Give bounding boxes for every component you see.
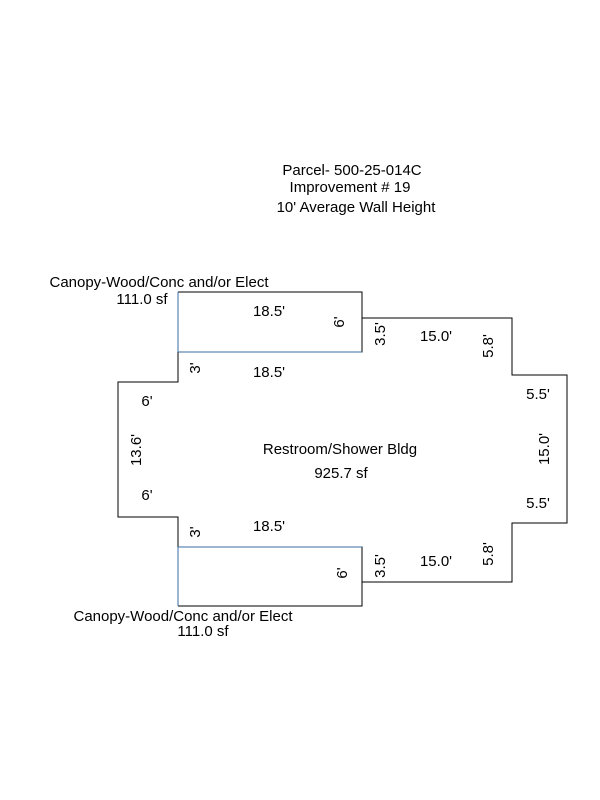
dim-top-step: 3.5' bbox=[372, 322, 389, 346]
dim-top-inner: 18.5' bbox=[253, 364, 285, 381]
canopy-bottom-name: Canopy-Wood/Conc and/or Elect bbox=[73, 608, 293, 625]
canopy-top-outline bbox=[178, 291, 363, 352]
canopy-top-width: 6' bbox=[331, 316, 348, 327]
dim-top-run: 15.0' bbox=[420, 328, 452, 345]
canopy-top-area: 111.0 sf bbox=[116, 291, 168, 308]
dim-left-lower: 6' bbox=[141, 487, 152, 504]
dim-top-right-step: 5.8' bbox=[480, 334, 497, 358]
building-area: 925.7 sf bbox=[314, 465, 368, 482]
dim-right-upper: 5.5' bbox=[526, 386, 550, 403]
dim-notch-bottom-left: 3' bbox=[187, 526, 204, 537]
dim-bottom-step: 3.5' bbox=[372, 554, 389, 578]
canopy-bottom-area: 111.0 sf bbox=[177, 623, 229, 640]
canopy-bottom-outline bbox=[178, 547, 363, 607]
dim-left-upper: 6' bbox=[141, 393, 152, 410]
parcel-label: Parcel- 500-25-014C bbox=[282, 162, 421, 179]
wall-height-label: 10' Average Wall Height bbox=[277, 199, 437, 216]
canopy-top-name: Canopy-Wood/Conc and/or Elect bbox=[49, 274, 269, 291]
improvement-label: Improvement # 19 bbox=[290, 179, 411, 196]
dim-left-mid: 13.6' bbox=[128, 434, 145, 466]
dim-bottom-right-step: 5.8' bbox=[480, 542, 497, 566]
canopy-bottom-length: 6' bbox=[334, 567, 351, 578]
dim-bottom-run: 15.0' bbox=[420, 553, 452, 570]
dim-right-mid: 15.0' bbox=[536, 433, 553, 465]
dim-right-lower: 5.5' bbox=[526, 495, 550, 512]
dim-notch-top-left: 3' bbox=[187, 362, 204, 373]
canopy-top-length: 18.5' bbox=[253, 303, 285, 320]
main-building-outline bbox=[117, 317, 568, 583]
building-name: Restroom/Shower Bldg bbox=[263, 441, 417, 458]
dim-bottom-inner: 18.5' bbox=[253, 518, 285, 535]
